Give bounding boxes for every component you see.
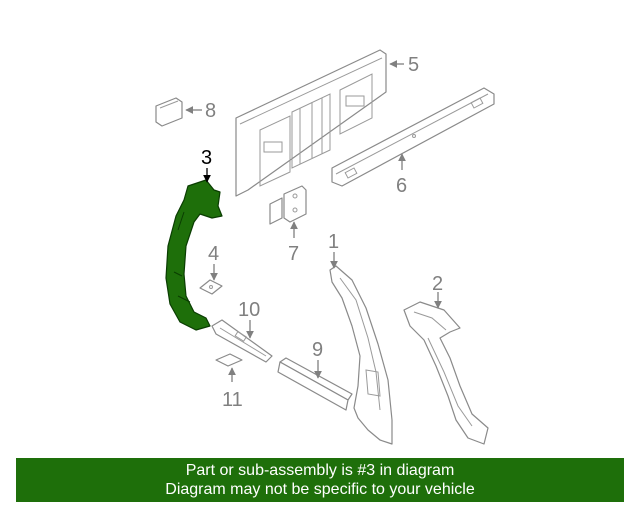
part-10-sill-plate xyxy=(211,319,273,363)
callout-6: 6 xyxy=(396,175,407,197)
callout-1: 1 xyxy=(328,231,339,253)
part-7-bracket xyxy=(269,185,307,225)
part-3-pillar-highlighted xyxy=(165,179,223,331)
callout-7: 7 xyxy=(288,243,299,265)
part-1-b-pillar xyxy=(329,265,393,445)
callout-5: 5 xyxy=(408,54,419,76)
part-4-plate xyxy=(199,279,223,295)
part-9-rocker xyxy=(277,357,353,411)
callout-leaders xyxy=(185,60,442,382)
part-8-bumper xyxy=(155,97,183,127)
part-11-clip xyxy=(215,353,243,367)
callout-2: 2 xyxy=(432,273,443,295)
callout-4: 4 xyxy=(208,243,219,265)
callout-11: 11 xyxy=(222,389,243,411)
callout-8: 8 xyxy=(205,100,216,122)
callout-9: 9 xyxy=(312,339,323,361)
part-5-back-panel xyxy=(235,49,387,197)
part-6-cross-rail xyxy=(331,87,495,187)
banner-line-1: Part or sub-assembly is #3 in diagram xyxy=(185,462,455,479)
info-banner: Part or sub-assembly is #3 in diagram Di… xyxy=(16,458,624,502)
banner-line-2: Diagram may not be specific to your vehi… xyxy=(165,481,475,498)
callout-3-highlighted: 3 xyxy=(201,147,212,169)
parts-diagram: 5 8 3 6 7 4 1 2 10 9 11 xyxy=(155,49,495,445)
part-2-inner-pillar xyxy=(403,301,489,445)
callout-10: 10 xyxy=(238,299,260,321)
